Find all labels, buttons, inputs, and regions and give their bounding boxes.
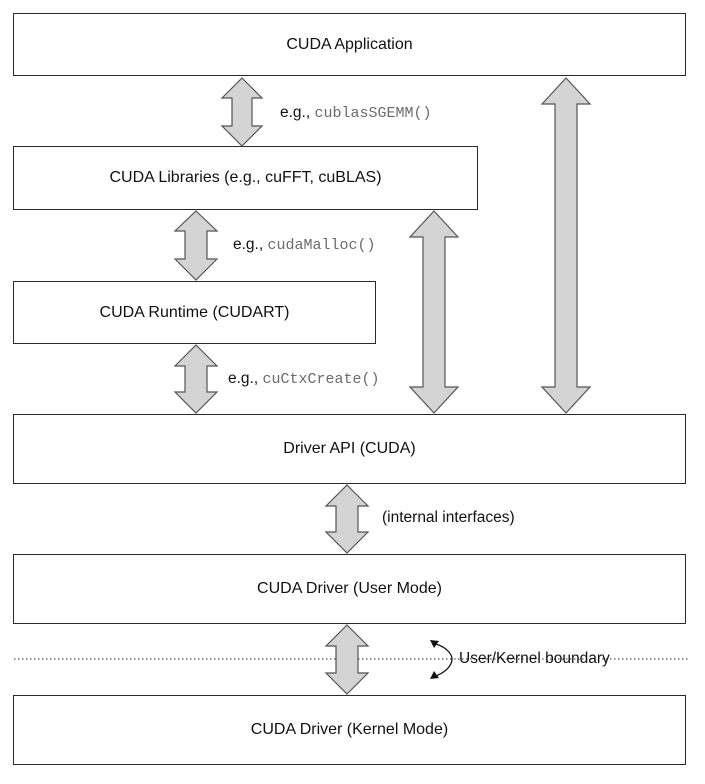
cuda-driver-user-mode-label: CUDA Driver (User Mode) xyxy=(257,580,442,597)
interface-label-cuctxcreate: e.g., cuCtxCreate() xyxy=(228,370,380,388)
cuctxcreate-call: cuCtxCreate() xyxy=(262,371,380,388)
cudamalloc-call: cudaMalloc() xyxy=(267,237,376,254)
user-kernel-boundary-label: User/Kernel boundary xyxy=(459,650,610,667)
double-arrow-application-driverapi-icon xyxy=(540,77,592,414)
boundary-curve-arrowhead-bottom xyxy=(430,671,439,679)
driver-api-label: Driver API (CUDA) xyxy=(283,440,416,457)
boundary-curve-arrowhead-top xyxy=(430,640,439,648)
cuda-application-label: CUDA Application xyxy=(286,35,413,53)
cuda-libraries-label: CUDA Libraries (e.g., cuFFT, cuBLAS) xyxy=(109,169,382,186)
cuda-libraries-box: CUDA Libraries (e.g., cuFFT, cuBLAS) xyxy=(13,146,478,210)
cuda-driver-kernel-mode-label: CUDA Driver (Kernel Mode) xyxy=(250,721,449,738)
driver-api-box: Driver API (CUDA) xyxy=(13,414,686,484)
cuda-application-box: CUDA Application xyxy=(13,13,686,76)
cublas-call: cublasSGEMM() xyxy=(314,105,432,122)
boundary-curve-arrow-icon xyxy=(435,643,453,677)
interface-label-internal: (internal interfaces) xyxy=(382,509,515,526)
cuda-driver-user-mode-box: CUDA Driver (User Mode) xyxy=(13,554,686,624)
cuda-runtime-box: CUDA Runtime (CUDART) xyxy=(13,281,376,344)
double-arrow-libraries-runtime-icon xyxy=(173,210,219,281)
interface-label-cublas: e.g., cublasSGEMM() xyxy=(280,104,432,122)
double-arrow-libraries-driverapi-icon xyxy=(408,210,460,414)
interface-label-cudamalloc: e.g., cudaMalloc() xyxy=(233,236,376,254)
double-arrow-driverapi-usermode-icon xyxy=(324,484,370,554)
double-arrow-app-libraries-icon xyxy=(220,77,264,147)
double-arrow-usermode-kernelmode-icon xyxy=(324,624,370,695)
cuda-runtime-label: CUDA Runtime (CUDART) xyxy=(99,303,290,321)
cuda-driver-kernel-mode-box: CUDA Driver (Kernel Mode) xyxy=(13,695,686,765)
double-arrow-runtime-driverapi-icon xyxy=(173,344,219,414)
